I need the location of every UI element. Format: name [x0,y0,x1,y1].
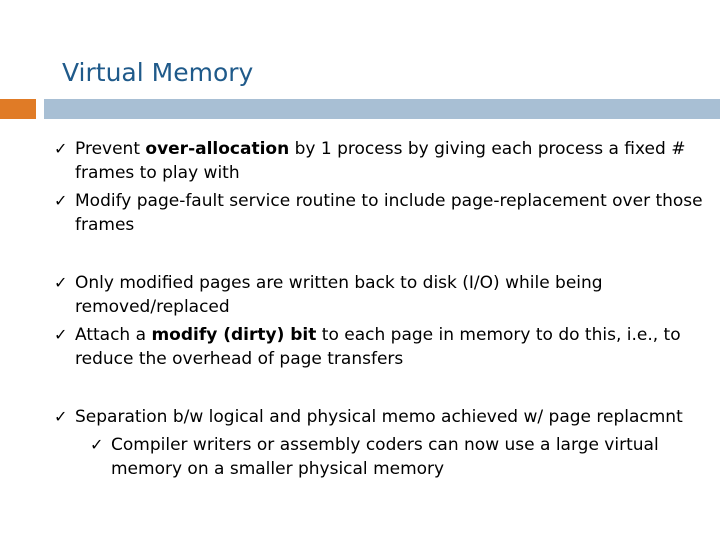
checkmark-icon: ✓ [54,325,68,344]
bullet-item: ✓ Prevent over-allocation by 1 process b… [54,137,704,185]
bullet-item: ✓ Only modified pages are written back t… [54,271,714,319]
bullet-text: Modify page-fault service routine to inc… [75,191,703,235]
slide-title: Virtual Memory [62,58,254,87]
slide-number-badge [0,99,36,119]
bullet-text: Separation b/w logical and physical memo… [75,407,683,427]
title-rule-bar [44,99,720,119]
bullet-text: Attach a modify (dirty) bit to each page… [75,325,681,369]
bullet-text: Prevent over-allocation by 1 process by … [75,139,686,183]
checkmark-icon: ✓ [90,435,104,454]
bullet-item: ✓ Modify page-fault service routine to i… [54,189,704,237]
header-bar [0,99,720,119]
bullet-item: ✓ Attach a modify (dirty) bit to each pa… [54,323,716,371]
checkmark-icon: ✓ [54,139,68,158]
sub-bullet-item: ✓ Compiler writers or assembly coders ca… [90,433,710,481]
bullet-item: ✓ Separation b/w logical and physical me… [54,405,714,429]
checkmark-icon: ✓ [54,191,68,210]
bullet-text: Compiler writers or assembly coders can … [111,435,659,479]
bullet-text: Only modified pages are written back to … [75,273,603,317]
checkmark-icon: ✓ [54,407,68,426]
checkmark-icon: ✓ [54,273,68,292]
